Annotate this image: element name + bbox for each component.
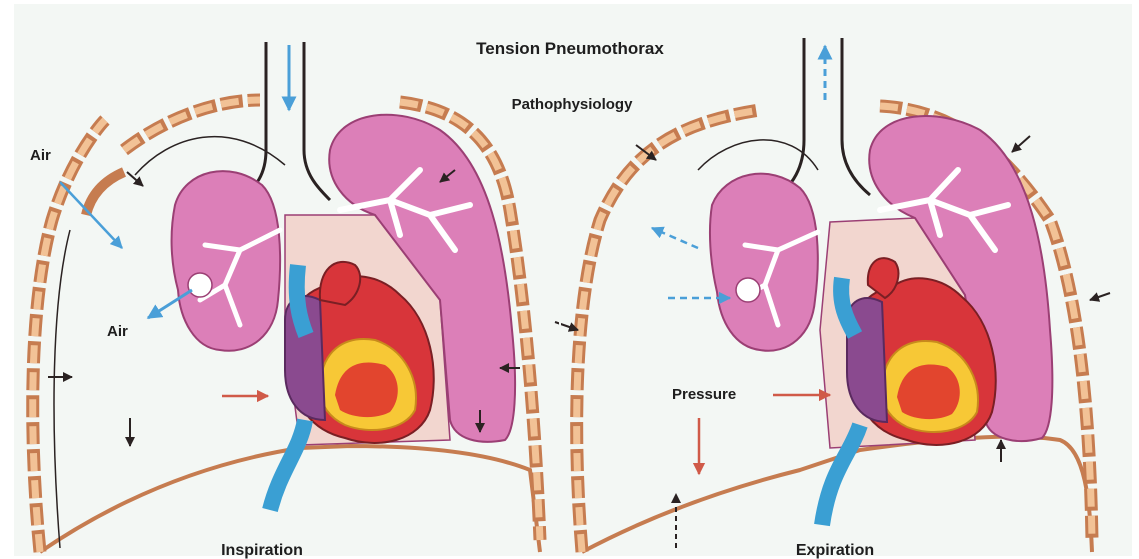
label-pressure: Pressure bbox=[672, 386, 736, 403]
diagram-title: Tension Pneumothorax bbox=[476, 39, 664, 58]
superior-vena-cava bbox=[297, 265, 306, 335]
collapsed-lung bbox=[710, 174, 818, 351]
collapsed-lung bbox=[172, 171, 281, 351]
label-air-outer: Air bbox=[30, 147, 51, 164]
label-expiration: Expiration bbox=[796, 542, 874, 559]
label-inspiration: Inspiration bbox=[221, 542, 303, 559]
label-air-inner: Air bbox=[107, 323, 128, 340]
lung-rupture-site bbox=[188, 273, 212, 297]
lung-rupture-site bbox=[736, 278, 760, 302]
diagram-subtitle: Pathophysiology bbox=[512, 96, 634, 113]
